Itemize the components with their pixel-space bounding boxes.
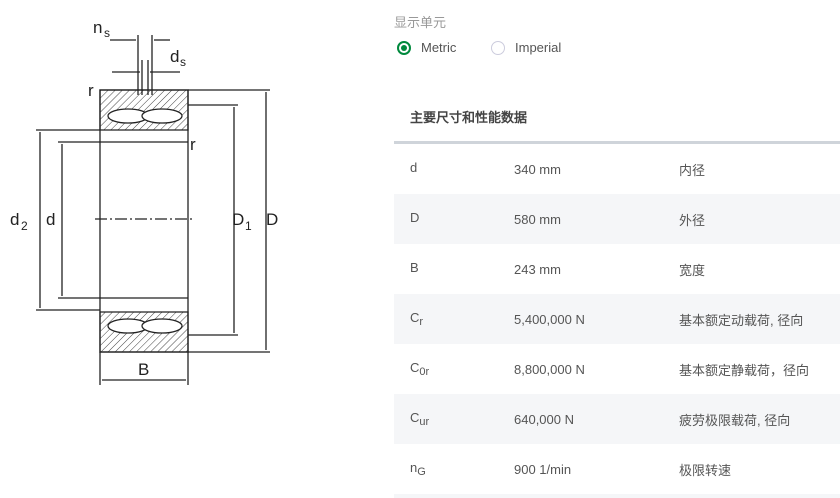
row-value: 640,000 N bbox=[514, 411, 574, 427]
row-description: 疲劳极限载荷, 径向 bbox=[679, 412, 791, 428]
row-description: 内径 bbox=[679, 162, 706, 178]
label-ns-sub: s bbox=[104, 26, 110, 40]
row-value: 8,800,000 N bbox=[514, 361, 585, 377]
table-row: d 340 mm 内径 bbox=[394, 144, 840, 194]
label-ds-sub: s bbox=[180, 55, 186, 69]
label-D1-sub: 1 bbox=[245, 219, 252, 233]
symbol: d bbox=[410, 160, 418, 175]
symbol: n bbox=[410, 460, 418, 475]
radio-unselected-icon bbox=[491, 40, 505, 55]
label-d: d bbox=[46, 210, 55, 229]
label-D1: D bbox=[232, 210, 244, 229]
table-row bbox=[394, 494, 840, 498]
label-r1: r bbox=[88, 81, 94, 100]
radio-imperial-label: Imperial bbox=[515, 40, 562, 55]
symbol-subscript: G bbox=[417, 466, 426, 478]
row-symbol: nG bbox=[394, 460, 514, 478]
symbol: D bbox=[410, 210, 420, 225]
row-value: 340 mm bbox=[514, 161, 561, 177]
row-symbol: Cr bbox=[394, 310, 514, 328]
label-d2: d bbox=[10, 210, 19, 229]
symbol: C bbox=[410, 410, 420, 425]
label-ns: n bbox=[93, 18, 102, 37]
symbol: B bbox=[410, 260, 419, 275]
row-value: 900 1/min bbox=[514, 461, 572, 477]
table-row: D 580 mm 外径 bbox=[394, 194, 840, 244]
label-ds: d bbox=[170, 47, 179, 66]
label-D: D bbox=[266, 210, 278, 229]
radio-imperial[interactable]: Imperial bbox=[491, 40, 561, 55]
label-d2-sub: 2 bbox=[21, 219, 28, 233]
radio-metric-label: Metric bbox=[421, 40, 457, 55]
unit-label: 显示单元 bbox=[394, 15, 447, 30]
symbol: C bbox=[410, 360, 420, 375]
row-symbol: D bbox=[394, 210, 514, 228]
row-symbol: B bbox=[394, 260, 514, 278]
row-symbol: Cur bbox=[394, 410, 514, 428]
row-description: 极限转速 bbox=[679, 462, 732, 478]
symbol-subscript: 0r bbox=[419, 366, 430, 378]
section-title: 主要尺寸和性能数据 bbox=[410, 110, 528, 125]
symbol-subscript: r bbox=[419, 316, 424, 328]
row-value: 580 mm bbox=[514, 211, 561, 227]
table-row: B 243 mm 宽度 bbox=[394, 244, 840, 294]
row-value: 5,400,000 N bbox=[514, 311, 585, 327]
symbol-subscript: ur bbox=[419, 416, 430, 428]
row-description: 基本额定静载荷，径向 bbox=[679, 362, 810, 378]
row-symbol: C0r bbox=[394, 360, 514, 378]
radio-metric[interactable]: Metric bbox=[397, 40, 456, 55]
row-symbol: d bbox=[394, 160, 514, 178]
row-description: 基本额定动载荷, 径向 bbox=[679, 312, 804, 328]
label-B: B bbox=[138, 360, 149, 379]
row-description: 宽度 bbox=[679, 262, 706, 278]
symbol: C bbox=[410, 310, 420, 325]
row-value: 243 mm bbox=[514, 261, 561, 277]
radio-selected-icon bbox=[397, 40, 411, 55]
row-description: 外径 bbox=[679, 212, 706, 228]
label-r2: r bbox=[190, 135, 196, 154]
